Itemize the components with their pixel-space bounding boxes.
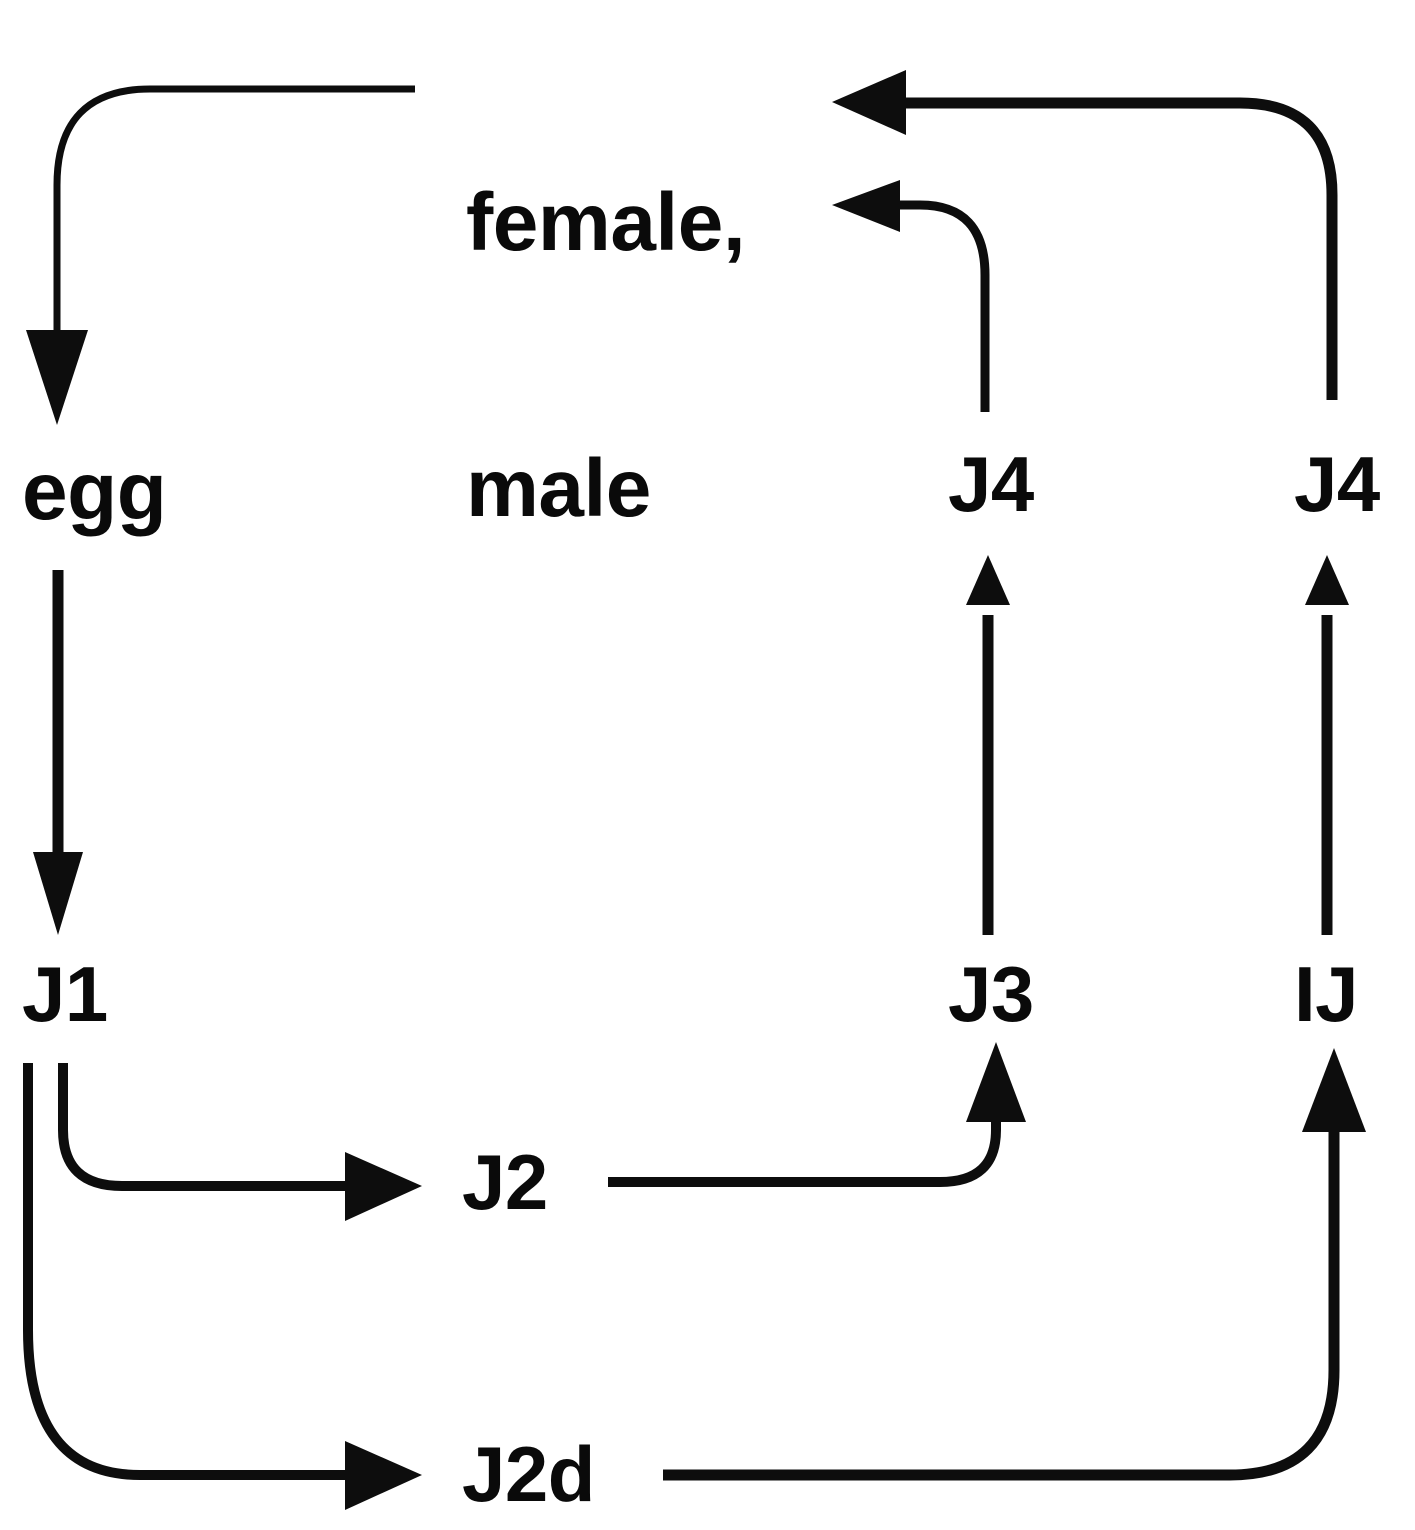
node-j2-stage: J2 bbox=[462, 1138, 548, 1226]
edge-ij-to-j4-right bbox=[1305, 555, 1349, 935]
node-adult-line1: female, bbox=[466, 177, 746, 269]
node-j4-left-stage: J4 bbox=[948, 440, 1034, 528]
edge-egg-to-j1 bbox=[33, 570, 83, 935]
edge-j1-to-j2 bbox=[58, 1063, 422, 1221]
node-egg-stage: egg bbox=[22, 446, 167, 537]
edge-j4-right-to-adult bbox=[832, 70, 1338, 400]
node-j1-stage: J1 bbox=[22, 950, 108, 1038]
edge-adult-to-egg bbox=[26, 85, 415, 425]
edge-j2d-to-ij bbox=[663, 1048, 1366, 1481]
edge-j2-to-j3 bbox=[608, 1042, 1026, 1187]
node-j2d-stage: J2d bbox=[462, 1430, 595, 1518]
node-adult-stage: female, male bbox=[466, 2, 746, 710]
node-ij-stage: IJ bbox=[1294, 950, 1359, 1038]
node-adult-line2: male bbox=[466, 442, 651, 534]
edge-j4-left-to-adult bbox=[832, 180, 990, 412]
edge-j1-to-j2d bbox=[23, 1063, 422, 1510]
node-j4-right-stage: J4 bbox=[1294, 440, 1380, 528]
edge-j3-to-j4-left bbox=[966, 555, 1010, 935]
node-j3-stage: J3 bbox=[948, 950, 1034, 1038]
